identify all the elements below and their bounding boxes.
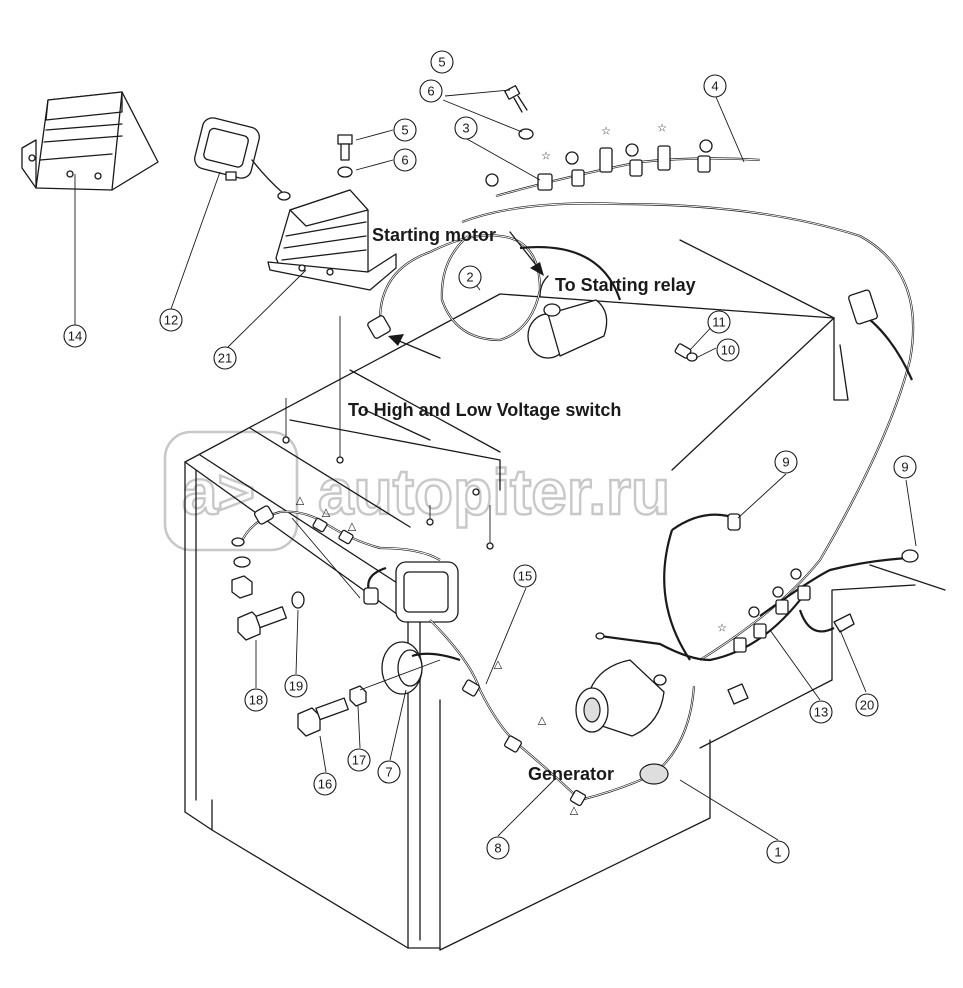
- star-marker: ☆: [601, 125, 611, 138]
- svg-text:5: 5: [438, 55, 445, 70]
- callout-8: 8: [486, 836, 510, 860]
- triangle-marker: △: [570, 804, 579, 817]
- bolt-5-lower: [337, 134, 353, 161]
- callout-2: 2: [458, 265, 482, 289]
- callout-10: 10: [716, 338, 740, 362]
- starting-relay-label: To Starting relay: [555, 275, 696, 295]
- callout-1: 1: [766, 840, 790, 864]
- callout-20: 20: [855, 693, 879, 717]
- callout-16: 16: [313, 772, 337, 796]
- svg-text:6: 6: [401, 153, 408, 168]
- star-marker: ☆: [541, 150, 551, 163]
- grommet-7: [381, 641, 461, 695]
- callout-3: 3: [454, 116, 478, 140]
- svg-text:6: 6: [427, 84, 434, 99]
- harness-4: [485, 139, 761, 198]
- callout-19: 19: [284, 674, 308, 698]
- main-harness: [367, 202, 915, 661]
- svg-text:3: 3: [462, 121, 469, 136]
- watermark-text: autopiter.ru: [318, 456, 670, 528]
- callout-11: 11: [707, 310, 731, 334]
- callout-13: 13: [809, 700, 833, 724]
- generator-label: Generator: [528, 764, 614, 784]
- svg-text:8: 8: [494, 841, 501, 856]
- callout-9: 9: [893, 455, 917, 479]
- svg-text:21: 21: [218, 351, 232, 366]
- callout-15: 15: [513, 564, 537, 588]
- callout-7: 7: [377, 760, 401, 784]
- fitting-10-11: [674, 343, 698, 362]
- leader-lines: [74, 89, 917, 841]
- star-marker: ☆: [717, 622, 727, 635]
- front-work-lamp: [395, 561, 459, 623]
- light-guard-21: [267, 189, 397, 291]
- machine-frame: [184, 239, 946, 951]
- generator: [575, 659, 667, 737]
- callout-5: 5: [393, 118, 417, 142]
- callout-17: 17: [347, 748, 371, 772]
- triangle-marker: △: [322, 506, 331, 519]
- svg-text:19: 19: [289, 679, 303, 694]
- bolt-16: [297, 697, 349, 737]
- svg-text:15: 15: [518, 569, 532, 584]
- starting-motor-label: Starting motor: [372, 225, 496, 245]
- svg-text:1: 1: [774, 845, 781, 860]
- callout-5: 5: [430, 50, 454, 74]
- svg-text:9: 9: [901, 460, 908, 475]
- svg-text:17: 17: [352, 753, 366, 768]
- svg-text:12: 12: [164, 313, 178, 328]
- svg-text:7: 7: [385, 765, 392, 780]
- washer-19: [291, 591, 305, 609]
- watermark: a> autopiter.ru: [163, 430, 671, 552]
- watermark-logo-frame: [163, 430, 299, 552]
- callout-6: 6: [393, 148, 417, 172]
- svg-text:4: 4: [711, 79, 718, 94]
- lower-harness: [429, 599, 801, 807]
- washer-6-lower: [337, 166, 353, 178]
- callout-9: 9: [774, 450, 798, 474]
- svg-text:5: 5: [401, 123, 408, 138]
- starting-motor-2: [527, 275, 608, 359]
- svg-text:9: 9: [782, 455, 789, 470]
- light-guard-14: [21, 91, 159, 191]
- svg-text:10: 10: [721, 343, 735, 358]
- triangle-marker: △: [494, 658, 503, 671]
- voltage-switch-label: To High and Low Voltage switch: [348, 400, 621, 420]
- svg-text:13: 13: [814, 705, 828, 720]
- right-harness: [663, 513, 919, 705]
- callout-21: 21: [213, 346, 237, 370]
- nut-17: [349, 685, 367, 707]
- svg-text:18: 18: [249, 693, 263, 708]
- washer-6-upper: [518, 128, 534, 140]
- callout-4: 4: [703, 74, 727, 98]
- callout-14: 14: [63, 324, 87, 348]
- callout-18: 18: [244, 688, 268, 712]
- svg-text:11: 11: [712, 315, 726, 330]
- svg-text:14: 14: [68, 329, 82, 344]
- svg-text:2: 2: [466, 270, 473, 285]
- triangle-marker: △: [348, 520, 357, 533]
- triangle-marker: △: [296, 494, 305, 507]
- callout-12: 12: [159, 308, 183, 332]
- bolt-18: [237, 606, 288, 641]
- callout-6: 6: [419, 79, 443, 103]
- pointer-arrows: [388, 231, 544, 359]
- star-marker: ☆: [657, 122, 667, 135]
- front-harness: [231, 505, 441, 605]
- bolt-5-upper: [504, 85, 528, 113]
- triangle-marker: △: [538, 714, 547, 727]
- svg-text:20: 20: [860, 698, 874, 713]
- work-lamp-12: [194, 117, 291, 201]
- svg-text:16: 16: [318, 777, 332, 792]
